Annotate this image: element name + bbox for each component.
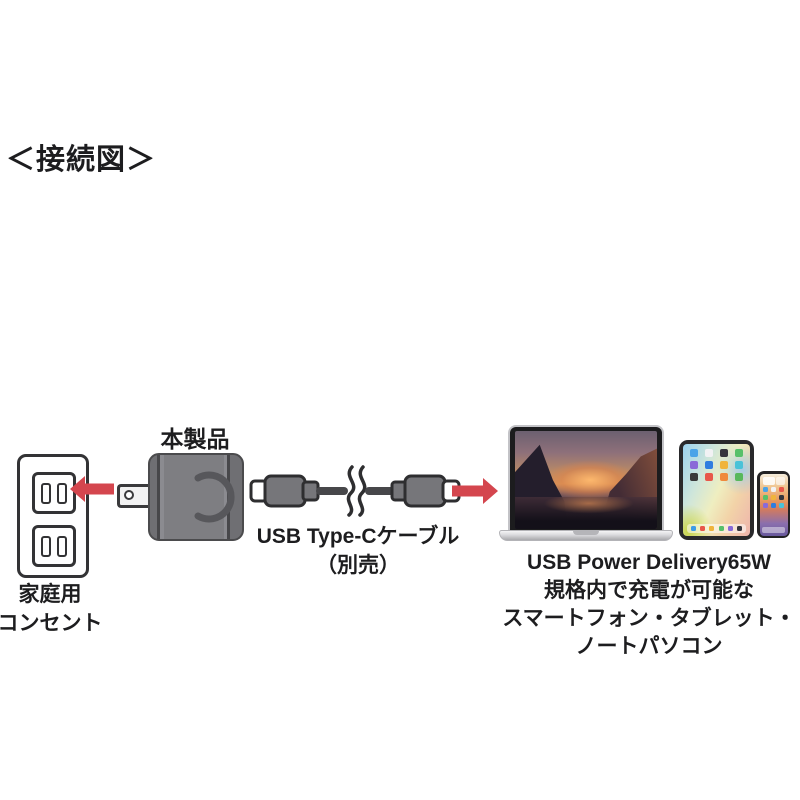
outlet-label-line2: コンセント (0, 611, 103, 635)
smartphone-dock (762, 527, 785, 533)
laptop-base (499, 530, 673, 541)
smartphone-widget (762, 476, 775, 485)
arrow-left-icon (70, 476, 114, 502)
outlet-slot (57, 483, 67, 504)
outlet-socket-upper (32, 472, 76, 514)
wallpaper-water (515, 496, 657, 529)
devices-caption-line2: 規格内で充電が可能な (544, 578, 754, 602)
outlet-label-line1: 家庭用 (18, 583, 82, 606)
prong-hole (124, 490, 134, 500)
cable-label-line2: （別売） (316, 554, 400, 578)
cable-label: USB Type-Cケーブル （別売） (246, 522, 470, 581)
tablet-app-icons (688, 449, 745, 481)
cable-label-line1: USB Type-Cケーブル (256, 525, 460, 548)
outlet-socket-lower (32, 525, 76, 567)
outlet-label: 家庭用 コンセント (0, 581, 110, 639)
tablet-illustration (679, 440, 754, 540)
ac-adapter-illustration (148, 453, 244, 541)
outlet-slot (57, 536, 67, 557)
smartphone-app-icons (762, 486, 785, 508)
cable-break-squiggle-icon (357, 465, 367, 517)
arrow-right-icon (452, 478, 498, 504)
tablet-dock (687, 524, 746, 533)
tablet-screen-wallpaper (683, 444, 750, 536)
smartphone-screen-wallpaper (759, 473, 788, 536)
cable-break-squiggle-icon (346, 465, 356, 517)
outlet-slot (41, 536, 51, 557)
usb-c-cable-illustration (249, 465, 461, 517)
page-title: ＜接続図＞ (6, 144, 157, 176)
devices-caption: USB Power Delivery65W 規格内で充電が可能な スマートフォン… (490, 549, 800, 661)
outlet-slot (41, 483, 51, 504)
devices-caption-line4: ノートパソコン (575, 634, 723, 658)
smartphone-illustration (757, 471, 790, 538)
smartphone-widget (775, 476, 785, 485)
wall-outlet-illustration (17, 454, 89, 578)
adapter-label: 本製品 (160, 426, 230, 452)
devices-caption-line3: スマートフォン・タブレット・ (502, 606, 796, 630)
adapter-logo-crescent-icon (194, 471, 235, 523)
devices-caption-line1: USB Power Delivery65W (527, 551, 771, 574)
laptop-illustration (508, 425, 664, 532)
laptop-lid-notch (573, 531, 599, 535)
laptop-screen-wallpaper (515, 431, 657, 529)
